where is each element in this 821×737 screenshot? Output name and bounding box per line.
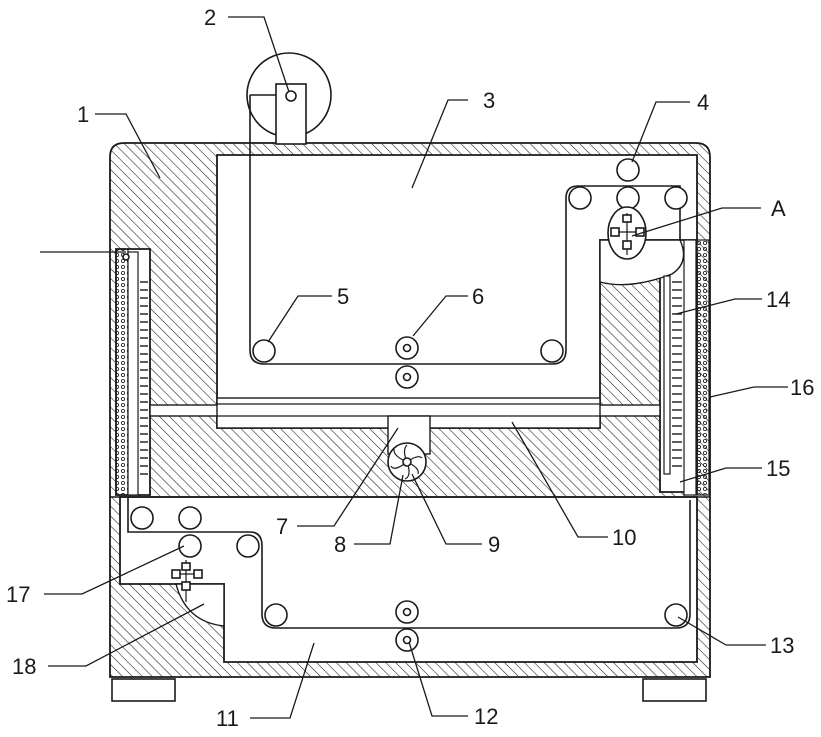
label-a: A [771,196,786,221]
fan-icon [388,443,426,481]
roller-right-upper [541,340,563,362]
feet [112,679,706,701]
label-12: 12 [474,704,498,729]
label-6: 6 [472,284,484,309]
label-3: 3 [483,88,495,113]
label-8: 8 [334,532,346,557]
label-15: 15 [766,456,790,481]
label-10: 10 [612,525,636,550]
left-side-panel [116,249,148,495]
label-9: 9 [488,532,500,557]
label-17: 17 [6,582,30,607]
label-7: 7 [276,514,288,539]
label-11: 11 [216,706,239,731]
roller-5 [253,340,275,362]
label-18: 18 [12,654,36,679]
roller-lower-left [265,604,287,626]
label-1: 1 [77,102,89,127]
roller-13 [665,604,687,626]
label-4: 4 [697,90,709,115]
label-16: 16 [790,375,814,400]
label-5: 5 [337,284,349,309]
roller-pair-6 [396,337,418,388]
label-13: 13 [770,633,794,658]
roller-pair-12 [396,601,418,651]
right-side-panel [664,240,709,495]
label-2: 2 [204,5,216,30]
roller-group-4 [569,159,687,209]
motor-pulley [247,53,331,144]
label-14: 14 [766,287,790,312]
